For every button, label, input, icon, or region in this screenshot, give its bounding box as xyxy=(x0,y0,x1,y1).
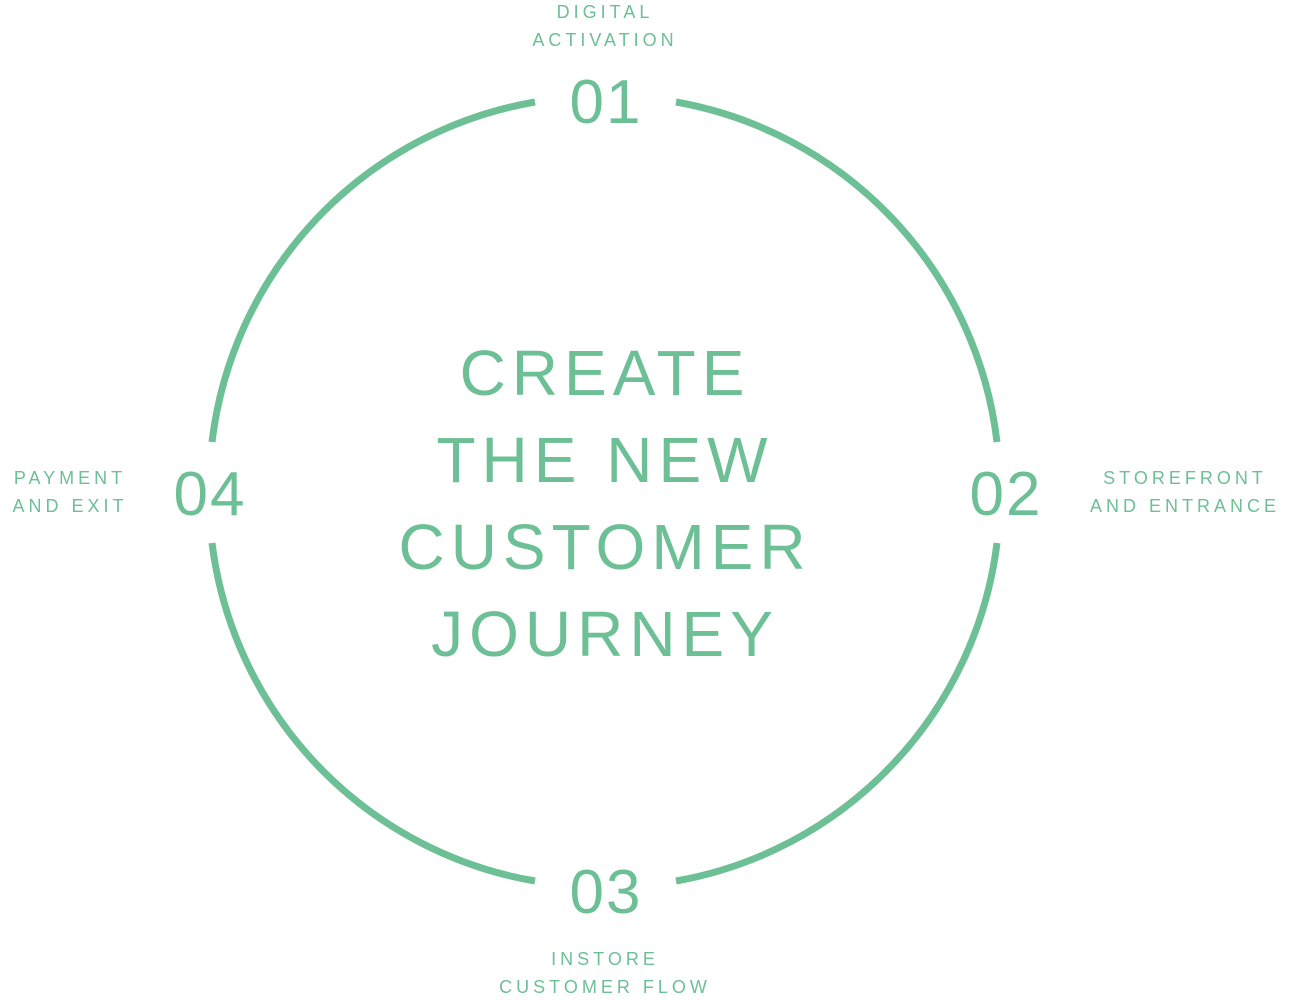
step-3-label-line: CUSTOMER FLOW xyxy=(499,977,711,997)
arc-segment-4-1 xyxy=(208,98,536,443)
step-1-label-line: ACTIVATION xyxy=(532,30,678,50)
center-title-line: JOURNEY xyxy=(431,598,779,670)
step-2-label: STOREFRONT AND ENTRANCE xyxy=(1070,464,1300,520)
center-title-line: CREATE xyxy=(459,337,751,409)
step-2-label-line: STOREFRONT xyxy=(1103,468,1267,488)
step-3-number: 03 xyxy=(569,858,643,927)
step-4-label-line: PAYMENT xyxy=(13,468,127,488)
center-title-line: THE NEW xyxy=(436,424,774,496)
step-4-label: PAYMENT AND EXIT xyxy=(0,464,140,520)
step-1-label: DIGITAL ACTIVATION xyxy=(480,0,730,54)
center-title: CREATE THE NEW CUSTOMER JOURNEY xyxy=(355,330,855,678)
arc-segment-2-3 xyxy=(675,542,1001,885)
step-3-label: INSTORE CUSTOMER FLOW xyxy=(470,945,740,1001)
center-title-line: CUSTOMER xyxy=(398,511,812,583)
step-4-label-line: AND EXIT xyxy=(12,496,128,516)
arc-segment-3-4 xyxy=(208,542,536,885)
arc-segment-1-2 xyxy=(675,98,1001,443)
step-3-label-line: INSTORE xyxy=(551,949,659,969)
step-4-number: 04 xyxy=(173,460,247,529)
step-2-label-line: AND ENTRANCE xyxy=(1089,496,1280,516)
step-1-label-line: DIGITAL xyxy=(556,2,654,22)
step-2-number: 02 xyxy=(969,460,1043,529)
step-1-number: 01 xyxy=(569,68,643,137)
